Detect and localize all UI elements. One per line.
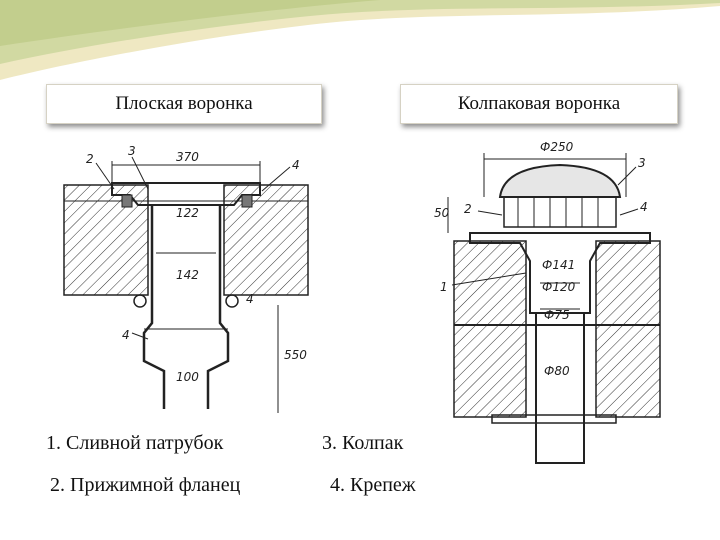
flat-funnel-title: Плоская воронка <box>46 84 322 124</box>
dim-550: 550 <box>284 348 307 362</box>
dim-122: 122 <box>176 206 199 220</box>
callout-4: 4 <box>640 200 648 214</box>
callout-3: 3 <box>128 144 136 158</box>
callout-4a: 4 <box>292 158 300 172</box>
dim-75: Ф75 <box>544 308 570 322</box>
dim-50: 50 <box>434 206 450 220</box>
dim-370: 370 <box>176 150 199 164</box>
legend-item-4: 4. Крепеж <box>330 474 416 496</box>
callout-2: 2 <box>86 152 94 166</box>
dim-141: Ф141 <box>542 258 575 272</box>
legend-item-1: 1. Сливной патрубок <box>46 432 224 454</box>
callout-4c: 4 <box>122 328 130 342</box>
dim-142: 142 <box>176 268 199 282</box>
background-decoration <box>0 0 720 80</box>
dim-80: Ф80 <box>544 364 570 378</box>
dim-100: 100 <box>176 370 199 384</box>
callout-2: 2 <box>464 202 472 216</box>
callout-3: 3 <box>638 156 646 170</box>
cap-funnel-title: Колпаковая воронка <box>400 84 678 124</box>
callout-1: 1 <box>440 280 448 294</box>
dim-250: Ф250 <box>540 140 574 154</box>
legend-item-2: 2. Прижимной фланец <box>50 474 241 496</box>
cap-funnel-drawing: 3 2 4 1 Ф250 50 Ф141 Ф120 Ф75 Ф80 <box>430 133 678 475</box>
callout-4b: 4 <box>246 292 254 306</box>
dim-120: Ф120 <box>542 280 576 294</box>
flat-funnel-drawing: 2 3 4 4 4 370 122 142 100 550 <box>52 133 320 421</box>
legend-item-3: 3. Колпак <box>322 432 404 454</box>
